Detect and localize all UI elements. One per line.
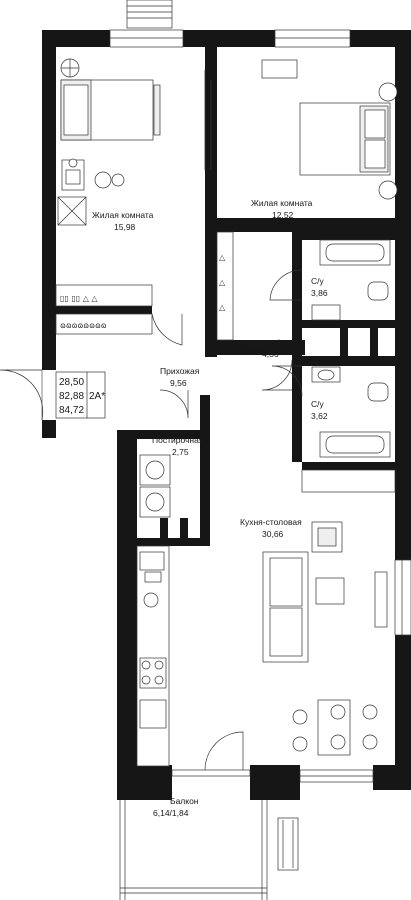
apartment-type-label: 2A* (89, 391, 105, 402)
wardrobe-name: Гардеробная (243, 338, 295, 348)
bathroom-2-area: 3,62 (311, 411, 328, 421)
area-summary: 28,50 82,88 84,72 2A* (55, 371, 106, 419)
balcony-area-value: 6,14/1,84 (153, 808, 189, 818)
kitchen-area: 30,66 (262, 529, 284, 539)
balcony-area (119, 800, 299, 900)
laundry-area: 2,75 (172, 447, 189, 457)
svg-text:△: △ (219, 253, 226, 262)
bathroom-1-name: С/у (311, 276, 325, 286)
bathroom-2-name: С/у (311, 399, 325, 409)
total-area-value: 82,88 (59, 391, 84, 402)
windows (109, 0, 411, 783)
living-area-value: 28,50 (59, 377, 84, 388)
bedroom-2-area: 12,52 (272, 210, 294, 220)
svg-text:△: △ (219, 303, 226, 312)
kitchen-name: Кухня-столовая (240, 517, 302, 527)
laundry-name: Постирочная (152, 435, 204, 445)
svg-text:ɷɷɷɷɷɷɷɷ: ɷɷɷɷɷɷɷɷ (60, 321, 107, 330)
svg-text:△: △ (219, 278, 226, 287)
wardrobe-area: 4,36 (262, 349, 279, 359)
bedroom-1-area: 15,98 (114, 222, 136, 232)
hallway-name: Прихожая (160, 366, 200, 376)
doors (0, 70, 303, 771)
interior-walls (56, 47, 395, 546)
bedroom-1-name: Жилая комната (92, 210, 154, 220)
total-area-with-balcony-value: 84,72 (59, 405, 84, 416)
hallway-area: 9,56 (170, 378, 187, 388)
furniture: ▯▯ ▯▯ △ △ ɷɷɷɷɷɷɷɷ △ △ △ (55, 58, 398, 767)
bedroom-2-name: Жилая комната (251, 198, 313, 208)
bathroom-1-area: 3,86 (311, 288, 328, 298)
room-labels: Жилая комната 15,98 Жилая комната 12,52 … (92, 198, 328, 818)
svg-text:▯▯ ▯▯ △ △: ▯▯ ▯▯ △ △ (60, 294, 98, 303)
balcony-name: Балкон (170, 796, 199, 806)
